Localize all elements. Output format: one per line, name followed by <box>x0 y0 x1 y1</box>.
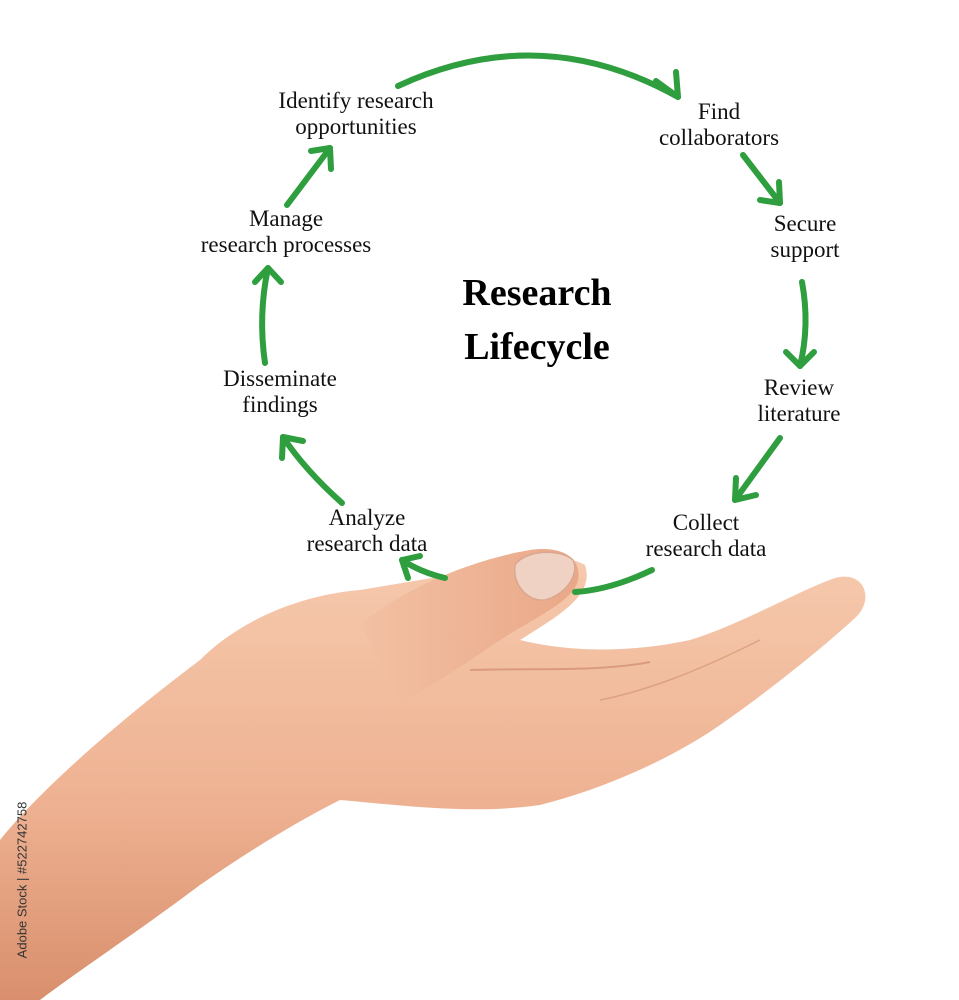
arrowhead-secure-to-review <box>783 349 817 369</box>
step-line: Manage <box>248 206 324 231</box>
arrowhead-collect-to-analyze <box>399 553 423 581</box>
finger-crease <box>599 639 761 701</box>
arrow-disseminate-to-manage <box>259 265 271 366</box>
step-line: Disseminate <box>223 366 337 391</box>
arrowhead-manage-to-identify <box>308 145 334 172</box>
step-find-collaborators: Find collaborators <box>659 99 779 151</box>
stock-watermark-id: Adobe Stock | #522742758 <box>14 801 30 959</box>
diagram-title: Research Lifecycle <box>462 266 611 374</box>
step-collect-research-data: Collect research data <box>646 510 767 562</box>
step-line: findings <box>242 392 318 417</box>
arrow-secure-to-review <box>797 279 809 369</box>
arrow-review-to-collect <box>732 435 783 503</box>
step-line: Review <box>763 375 835 400</box>
step-line: research data <box>645 536 767 561</box>
step-line: opportunities <box>295 114 417 139</box>
palm-crease <box>469 661 651 671</box>
step-line: Identify research <box>278 88 434 113</box>
title-line: Research <box>462 272 612 314</box>
step-line: Analyze <box>328 505 406 530</box>
step-line: research processes <box>200 232 372 257</box>
step-secure-support: Secure support <box>771 211 840 263</box>
step-disseminate-findings: Disseminate findings <box>223 366 337 418</box>
arrowhead-find-to-secure <box>757 179 783 206</box>
step-analyze-research-data: Analyze research data <box>307 505 428 557</box>
arrowhead-identify-to-find <box>653 69 681 100</box>
step-identify-research-opportunities: Identify research opportunities <box>278 88 433 140</box>
step-line: collaborators <box>658 125 780 150</box>
arrowhead-review-to-collect <box>732 475 759 503</box>
arrow-analyze-to-disseminate <box>280 434 345 506</box>
hand-palm <box>0 557 866 1000</box>
title-line: Lifecycle <box>464 326 610 368</box>
step-manage-research-processes: Manage research processes <box>201 206 372 258</box>
cycle-arrows <box>252 52 817 595</box>
arrow-find-to-secure <box>740 152 783 206</box>
hand-illustration <box>0 549 866 1000</box>
step-line: Find <box>697 99 741 124</box>
arrow-identify-to-find <box>395 52 681 100</box>
step-line: support <box>770 237 840 262</box>
arrow-manage-to-identify <box>284 145 333 208</box>
step-line: Collect <box>672 510 740 535</box>
step-line: Secure <box>773 211 837 236</box>
arrowhead-analyze-to-disseminate <box>279 434 306 461</box>
thumbnail <box>513 551 576 601</box>
step-line: research data <box>306 531 428 556</box>
step-line: literature <box>757 401 841 426</box>
step-review-literature: Review literature <box>757 375 840 427</box>
arrowhead-disseminate-to-manage <box>252 265 284 285</box>
